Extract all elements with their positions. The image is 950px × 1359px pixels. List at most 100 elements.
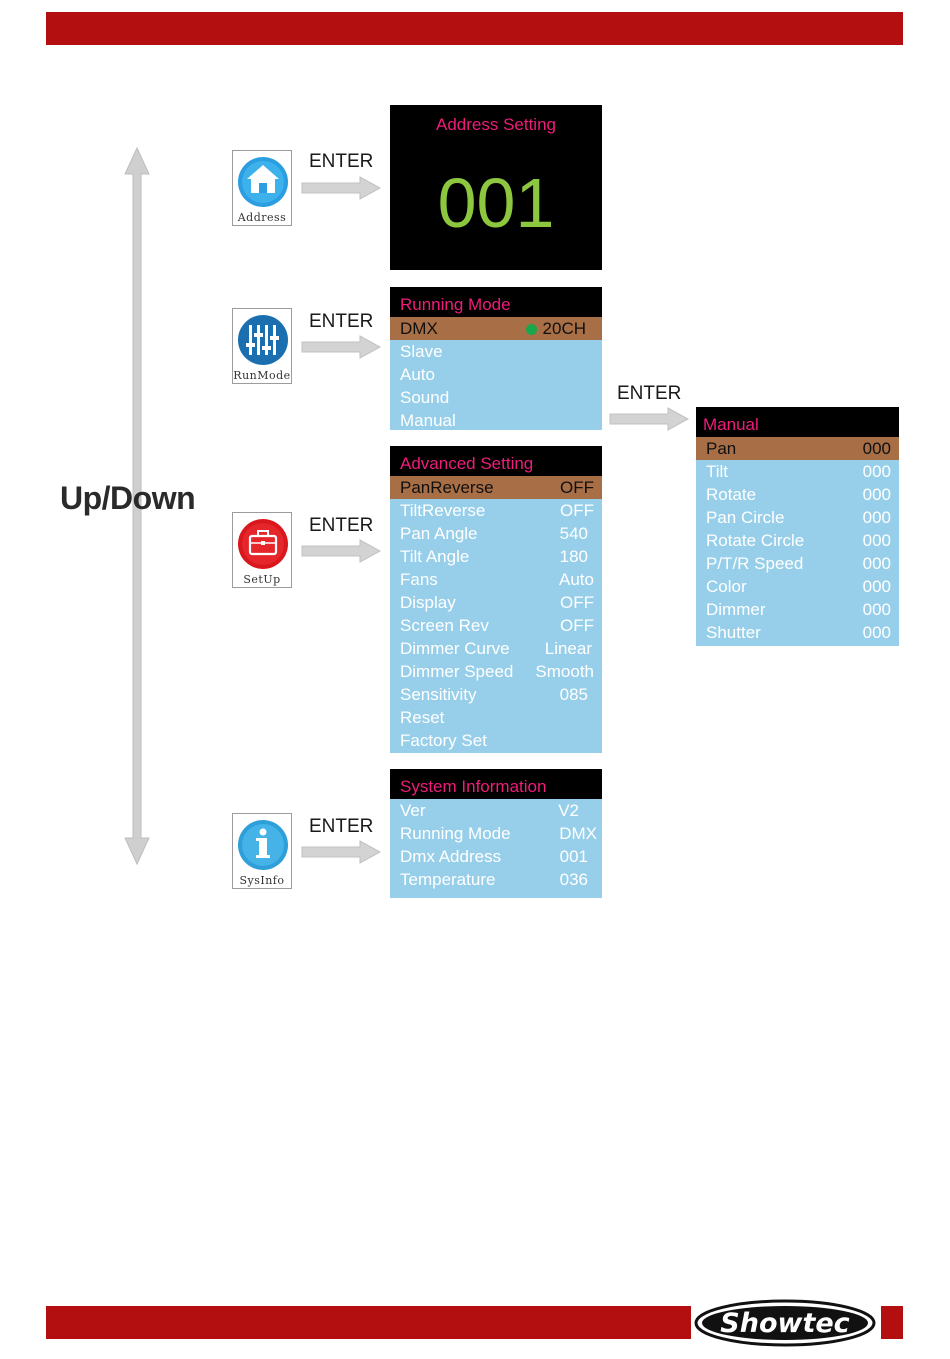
advanced-item-reset[interactable]: Reset — [390, 706, 602, 729]
sysinfo-item-running-mode: Running Mode DMX — [390, 822, 602, 845]
running-mode-panel: Running Mode DMX 20CH Slave Auto Sound M… — [390, 287, 602, 430]
advanced-item-display[interactable]: Display OFF — [390, 591, 602, 614]
manual-item-dimmer[interactable]: Dimmer 000 — [696, 598, 899, 621]
item-label: Color — [706, 577, 747, 596]
item-label: Auto — [400, 365, 435, 384]
setup-icon-label: SetUp — [243, 573, 281, 586]
item-value: DMX — [559, 824, 597, 843]
item-label: Pan — [706, 439, 737, 458]
enter-arrow-runmode-icon — [301, 335, 382, 359]
item-value: 000 — [862, 508, 891, 527]
runmode-menu-icon-button[interactable]: RunMode — [232, 308, 292, 384]
item-label: Display — [400, 593, 456, 612]
item-label: Dmx Address — [400, 847, 502, 866]
address-setting-panel: Address Setting 001 — [390, 105, 602, 270]
item-label: Pan Circle — [706, 508, 785, 527]
item-value: 180 — [559, 547, 588, 566]
item-label: Shutter — [706, 623, 761, 642]
advanced-item-tiltreverse[interactable]: TiltReverse OFF — [390, 499, 602, 522]
sysinfo-item-dmx-address: Dmx Address 001 — [390, 845, 602, 868]
sysinfo-icon-label: SysInfo — [239, 874, 285, 887]
running-mode-item-dmx[interactable]: DMX 20CH — [390, 317, 602, 340]
up-down-label: Up/Down — [60, 480, 196, 516]
item-value: 001 — [559, 847, 588, 866]
running-mode-item-manual[interactable]: Manual — [390, 409, 602, 432]
address-icon — [238, 157, 288, 207]
item-label: Sound — [400, 388, 450, 407]
advanced-item-tilt-angle[interactable]: Tilt Angle 180 — [390, 545, 602, 568]
running-mode-item-sound[interactable]: Sound — [390, 386, 602, 409]
item-value: 085 — [559, 685, 588, 704]
header-bar — [46, 12, 903, 45]
item-value: OFF — [560, 616, 594, 635]
item-value: 000 — [862, 485, 891, 504]
manual-item-rotate[interactable]: Rotate 000 — [696, 483, 899, 506]
item-value: Auto — [559, 570, 594, 589]
item-label: Dimmer — [706, 600, 766, 619]
enter-arrow-sysinfo-icon — [301, 840, 382, 864]
item-label: Sensitivity — [400, 685, 477, 704]
setup-menu-icon-button[interactable]: SetUp — [232, 512, 292, 588]
item-label: Dimmer Curve — [400, 639, 510, 658]
item-value: 000 — [862, 600, 891, 619]
item-label: Running Mode — [400, 824, 511, 843]
item-label: Dimmer Speed — [400, 662, 514, 681]
item-value: OFF — [560, 593, 594, 612]
item-label: DMX — [400, 319, 438, 338]
status-dot-icon — [525, 324, 537, 335]
advanced-item-factory-set[interactable]: Factory Set — [390, 729, 602, 752]
item-label: Fans — [400, 570, 438, 589]
item-label: Manual — [400, 411, 456, 430]
item-label: Ver — [400, 801, 426, 820]
item-value: 20CH — [542, 319, 586, 338]
item-value: V2 — [558, 801, 579, 820]
advanced-item-dimmer-speed[interactable]: Dimmer Speed Smooth — [390, 660, 602, 683]
sysinfo-menu-icon-button[interactable]: SysInfo — [232, 813, 292, 889]
manual-item-pan-circle[interactable]: Pan Circle 000 — [696, 506, 899, 529]
item-value: 000 — [862, 577, 891, 596]
item-value: OFF — [560, 478, 594, 497]
manual-item-color[interactable]: Color 000 — [696, 575, 899, 598]
showtec-logo: Showtec — [694, 1299, 876, 1347]
enter-arrow-address-icon — [301, 176, 382, 200]
system-information-title: System Information — [390, 769, 602, 799]
item-value: 000 — [862, 439, 891, 458]
toolbox-icon — [238, 519, 288, 569]
enter-label-manual: ENTER — [617, 383, 682, 404]
item-label: Tilt Angle — [400, 547, 470, 566]
enter-label-sysinfo: ENTER — [309, 816, 374, 837]
item-label: Factory Set — [400, 731, 487, 750]
address-setting-title: Address Setting — [435, 115, 556, 134]
enter-arrow-manual-icon — [609, 407, 690, 431]
item-label: TiltReverse — [400, 501, 486, 520]
item-value: Smooth — [535, 662, 594, 681]
running-mode-title: Running Mode — [390, 287, 602, 317]
item-label: Tilt — [706, 462, 729, 481]
item-label: Rotate — [706, 485, 757, 504]
item-label: Rotate Circle — [706, 531, 805, 550]
footer-bar-end — [881, 1306, 903, 1339]
advanced-item-fans[interactable]: Fans Auto — [390, 568, 602, 591]
running-mode-item-slave[interactable]: Slave — [390, 340, 602, 363]
advanced-item-sensitivity[interactable]: Sensitivity 085 — [390, 683, 602, 706]
item-label: P/T/R Speed — [706, 554, 804, 573]
manual-item-pan[interactable]: Pan 000 — [696, 437, 899, 460]
item-value: 036 — [559, 870, 588, 889]
running-mode-item-auto[interactable]: Auto — [390, 363, 602, 386]
item-value: OFF — [560, 501, 594, 520]
address-value: 001 — [437, 164, 555, 242]
address-menu-icon-button[interactable]: Address — [232, 150, 292, 226]
address-icon-label: Address — [237, 211, 287, 224]
manual-item-ptr-speed[interactable]: P/T/R Speed 000 — [696, 552, 899, 575]
logo-text: Showtec — [720, 1308, 849, 1339]
item-value: 000 — [862, 554, 891, 573]
